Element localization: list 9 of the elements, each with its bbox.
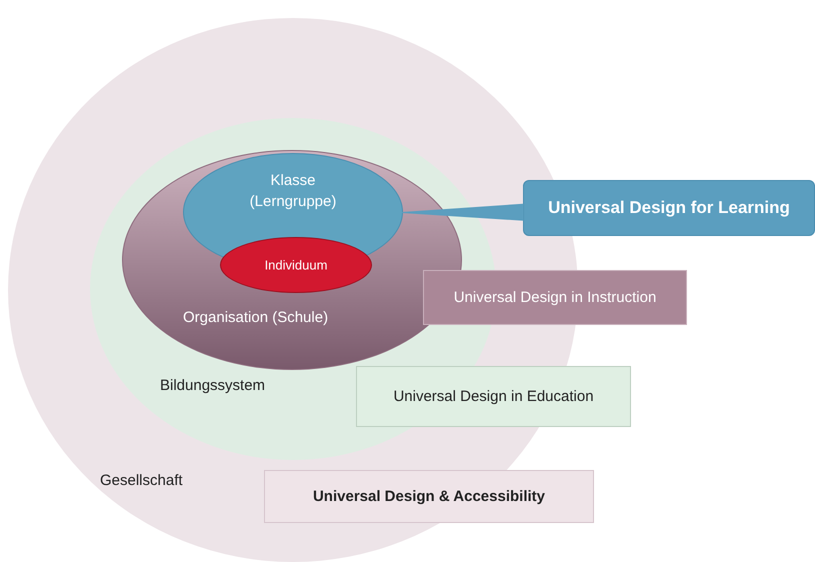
label-box: Universal Design in Instruction bbox=[423, 270, 687, 325]
label-box: Universal Design in Education bbox=[356, 366, 631, 427]
ring-label: Bildungssystem bbox=[160, 377, 266, 394]
callout-pointer bbox=[401, 204, 524, 221]
ring-label: Klasse (Lerngruppe) bbox=[248, 171, 338, 212]
ring-label: Gesellschaft bbox=[100, 472, 183, 489]
ring-label: Individuum bbox=[264, 258, 328, 272]
ring-label: Organisation (Schule) bbox=[183, 309, 328, 326]
callout-box: Universal Design for Learning bbox=[523, 180, 815, 236]
